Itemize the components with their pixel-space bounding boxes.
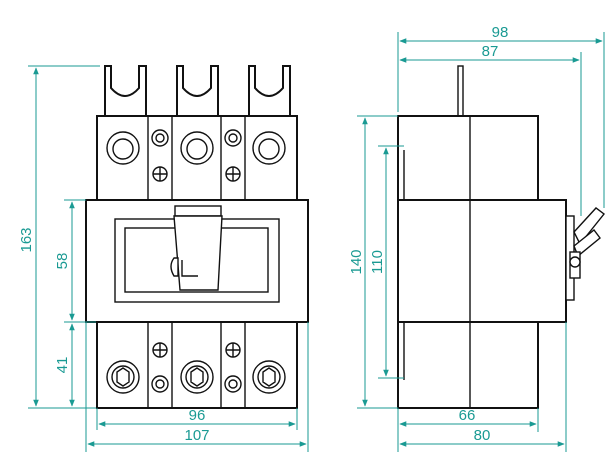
side-dimensions: [357, 32, 605, 452]
side-handle-lever[interactable]: [565, 207, 605, 301]
dim-163: 163: [18, 227, 35, 252]
dim-110: 110: [369, 250, 386, 274]
lower-terminal-nuts: [106, 342, 286, 394]
dim-96: 96: [189, 407, 206, 424]
switch-handle[interactable]: [170, 205, 223, 291]
dim-140: 140: [348, 249, 365, 274]
upper-screw-heads: [106, 129, 286, 182]
dim-87: 87: [482, 43, 499, 60]
front-view: 163 58 41 96 107: [18, 65, 309, 452]
dim-41: 41: [54, 357, 71, 374]
front-dimensions: [28, 65, 309, 452]
dim-80: 80: [474, 427, 491, 444]
dim-66: 66: [459, 407, 476, 424]
dim-98: 98: [492, 24, 509, 41]
top-terminals: [104, 65, 291, 117]
dim-58: 58: [54, 253, 71, 270]
side-view: 98 87 140 110 66 80: [348, 24, 605, 452]
dim-107: 107: [184, 427, 209, 444]
side-handle-housing: [397, 199, 567, 323]
side-top-blade: [457, 65, 464, 117]
